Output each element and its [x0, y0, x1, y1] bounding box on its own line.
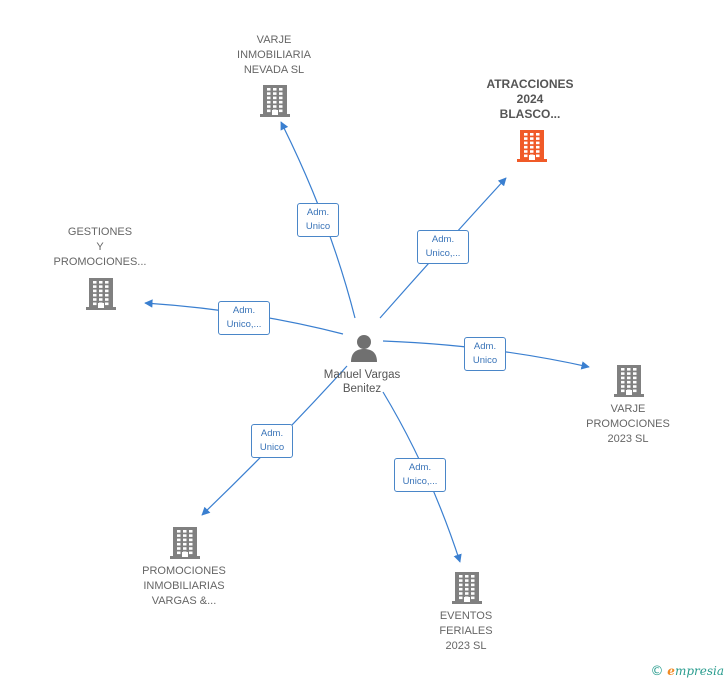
company-building-icon[interactable] [451, 570, 483, 609]
company-name[interactable]: PROMOCIONES INMOBILIARIAS VARGAS &... [142, 565, 226, 607]
company-building-icon[interactable] [85, 276, 117, 315]
company-name[interactable]: EVENTOS FERIALES 2023 SL [439, 610, 493, 652]
edge-role-label[interactable]: Adm. Unico [297, 203, 339, 237]
edge-role-label[interactable]: Adm. Unico,... [218, 301, 270, 335]
company-building-icon[interactable] [169, 525, 201, 564]
company-building-icon[interactable] [516, 128, 548, 167]
edge-role-label[interactable]: Adm. Unico [251, 424, 293, 458]
edge-role-label[interactable]: Adm. Unico,... [417, 230, 469, 264]
edge-role-label[interactable]: Adm. Unico,... [394, 458, 446, 492]
company-name[interactable]: VARJE INMOBILIARIA NEVADA SL [237, 34, 311, 76]
edge-role-label[interactable]: Adm. Unico [464, 337, 506, 371]
company-name[interactable]: ATRACCIONES 2024 BLASCO... [486, 77, 574, 121]
company-building-icon[interactable] [613, 363, 645, 402]
person-name[interactable]: Manuel Vargas Benitez [323, 369, 401, 395]
company-building-icon[interactable] [259, 83, 291, 122]
company-name[interactable]: VARJE PROMOCIONES 2023 SL [586, 403, 670, 445]
empresia-logo: © empresia [650, 664, 724, 679]
company-name[interactable]: GESTIONES Y PROMOCIONES... [53, 226, 147, 268]
person-icon[interactable] [349, 333, 379, 368]
